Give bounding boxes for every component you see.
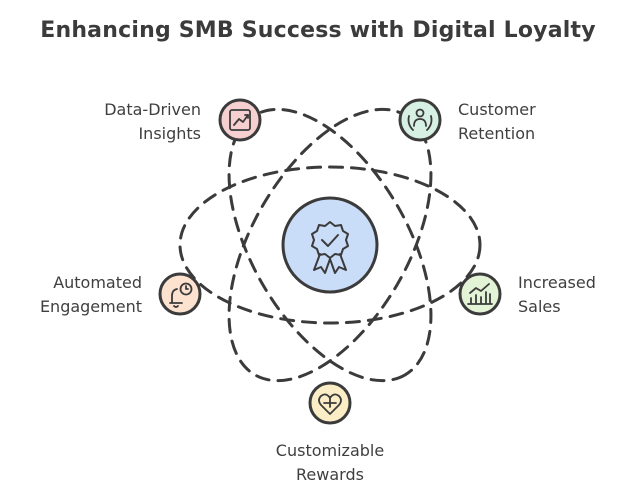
node-automated-engagement — [158, 272, 202, 316]
label-data-driven-insights: Data-Driven Insights — [104, 100, 201, 143]
diagram-title: Enhancing SMB Success with Digital Loyal… — [40, 18, 596, 43]
bell-clock-icon — [169, 282, 193, 308]
label-customizable-rewards: Customizable Rewards — [275, 441, 385, 484]
badge-check-icon — [311, 221, 349, 274]
label-increased-sales: Increased Sales — [518, 273, 596, 316]
node-customer-retention — [398, 98, 442, 142]
person-hands-icon — [407, 108, 433, 131]
heart-gift-icon — [318, 393, 342, 415]
center-node — [281, 196, 379, 294]
orbit-ellipse-horizontal — [178, 165, 482, 325]
node-increased-sales — [458, 272, 502, 316]
label-automated-engagement: Automated Engagement — [39, 273, 142, 316]
orbit-ellipse-tilted-a — [227, 107, 433, 383]
chart-board-icon — [229, 109, 251, 131]
node-customizable-rewards — [308, 381, 352, 425]
label-customer-retention: Customer Retention — [458, 100, 536, 143]
node-data-driven-insights — [218, 98, 262, 142]
growth-bars-icon — [467, 283, 493, 305]
